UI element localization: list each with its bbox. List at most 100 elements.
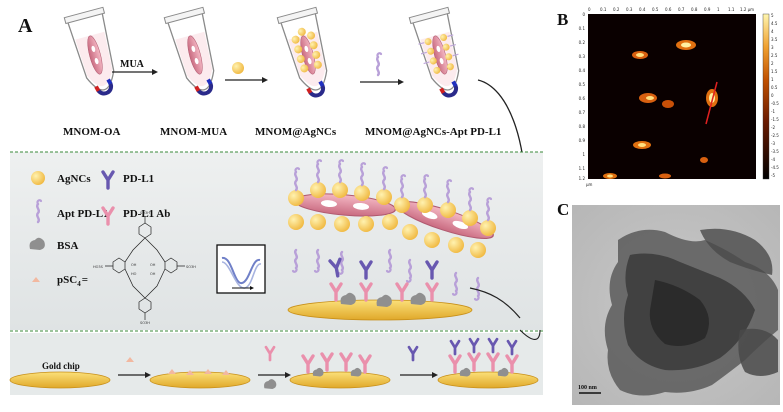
legend-pdl1ab-label: PD-L1 Ab <box>123 208 170 220</box>
afm-x-ticks: 0 0.1 0.2 0.3 0.4 0.5 0.6 0.7 0.8 0.9 1 1.1 1.… <box>588 7 754 12</box>
svg-text:OH: OH <box>131 263 137 267</box>
flow-arrow-link <box>519 329 541 340</box>
afm-profile-line <box>705 81 718 125</box>
svg-text:-1: -1 <box>771 109 775 114</box>
panel-label-a: A <box>18 15 33 37</box>
svg-text:0.5: 0.5 <box>652 7 659 12</box>
svg-text:5: 5 <box>771 13 774 18</box>
svg-text:0.3: 0.3 <box>579 54 586 59</box>
legend-agncs-icon <box>31 171 45 185</box>
svg-text:0.8: 0.8 <box>579 124 586 129</box>
reagent-mua: MUA <box>120 59 145 70</box>
svg-text:OH: OH <box>150 263 156 267</box>
panel-label-b: B <box>557 10 568 29</box>
svg-text:0.2: 0.2 <box>579 40 586 45</box>
apt-icon <box>375 51 383 77</box>
svg-text:0.1: 0.1 <box>579 26 586 31</box>
gold-chip-4 <box>437 371 539 389</box>
svg-text:-0.5: -0.5 <box>771 101 779 106</box>
gold-chip-label: Gold chip <box>42 361 80 371</box>
step-2-label: MNOM-MUA <box>160 126 227 138</box>
gold-chip-3 <box>289 371 391 389</box>
svg-text:2.5: 2.5 <box>771 53 778 58</box>
svg-text:0.1: 0.1 <box>600 7 607 12</box>
svg-text:0.9: 0.9 <box>704 7 711 12</box>
svg-text:0.5: 0.5 <box>771 85 778 90</box>
svg-text:1.1: 1.1 <box>579 166 586 171</box>
panel-label-c: C <box>557 200 569 219</box>
svg-text:-3: -3 <box>771 141 775 146</box>
svg-text:4.5: 4.5 <box>771 21 778 26</box>
svg-text:1.5: 1.5 <box>771 69 778 74</box>
svg-text:SO3H: SO3H <box>140 211 150 215</box>
svg-text:0.2: 0.2 <box>613 7 620 12</box>
svg-text:0.7: 0.7 <box>579 110 586 115</box>
afm-colorbar <box>762 13 770 180</box>
assembly-agncs <box>288 182 496 258</box>
svg-text:HO3S: HO3S <box>93 265 104 269</box>
psc4-structure <box>105 216 185 320</box>
psc4-labels: SO3H SO3H HO3S SO3H OH OH HO OH <box>93 211 196 325</box>
svg-text:4: 4 <box>771 29 774 34</box>
svg-text:0: 0 <box>582 12 585 17</box>
legend-psc4-subscript: 4 <box>77 280 81 288</box>
svg-text:-2.5: -2.5 <box>771 133 779 138</box>
tube-step-4 <box>408 6 470 96</box>
svg-text:0.5: 0.5 <box>579 82 586 87</box>
svg-text:-4.5: -4.5 <box>771 165 779 170</box>
svg-text:1: 1 <box>771 77 774 82</box>
gold-chip-2 <box>149 371 251 389</box>
afm-image <box>588 14 756 179</box>
svg-text:3: 3 <box>771 45 774 50</box>
spr-curve-1 <box>221 257 261 284</box>
svg-text:-5: -5 <box>771 173 775 178</box>
svg-text:0: 0 <box>771 93 774 98</box>
legend-bsa-label: BSA <box>57 240 78 252</box>
tube-step-1 <box>63 6 125 96</box>
svg-text:0.4: 0.4 <box>639 7 646 12</box>
svg-text:-3.5: -3.5 <box>771 149 779 154</box>
svg-text:SO3H: SO3H <box>140 321 150 325</box>
spr-curve-box <box>216 244 266 294</box>
svg-text:1: 1 <box>717 7 720 12</box>
svg-text:0.6: 0.6 <box>579 96 586 101</box>
tube-step-2 <box>163 6 225 96</box>
svg-text:0: 0 <box>588 7 591 12</box>
svg-text:OH: OH <box>150 272 156 276</box>
legend-psc4-equals: = <box>82 274 88 286</box>
svg-text:1.2 μm: 1.2 μm <box>740 7 754 12</box>
step-4-label: MNOM@AgNCs-Apt PD-L1 <box>365 126 501 138</box>
legend-apt-label: Apt PD-L1 <box>57 208 109 220</box>
svg-text:0.7: 0.7 <box>678 7 685 12</box>
svg-text:3.5: 3.5 <box>771 37 778 42</box>
tem-scale-label: 100 nm <box>578 385 597 391</box>
svg-text:0.6: 0.6 <box>665 7 672 12</box>
svg-text:1.2: 1.2 <box>579 176 586 181</box>
agncs-ball-icon <box>232 62 244 74</box>
legend-agncs-label: AgNCs <box>57 173 91 185</box>
svg-text:-1.5: -1.5 <box>771 117 779 122</box>
flow-arrow-back <box>469 287 521 319</box>
tube-step-3 <box>276 6 338 96</box>
afm-particles <box>603 40 718 179</box>
afm-y-ticks: 0 0.1 0.2 0.3 0.4 0.5 0.6 0.7 0.8 0.9 1 1.1 1.… <box>579 12 586 181</box>
svg-text:HO: HO <box>131 272 137 276</box>
svg-text:0.3: 0.3 <box>626 7 633 12</box>
svg-text:2: 2 <box>771 61 774 66</box>
svg-text:-4: -4 <box>771 157 775 162</box>
gold-chip-1 <box>9 371 111 389</box>
svg-text:-2: -2 <box>771 125 775 130</box>
step-3-label: MNOM@AgNCs <box>255 126 337 138</box>
svg-text:SO3H: SO3H <box>186 265 196 269</box>
svg-text:0.9: 0.9 <box>579 138 586 143</box>
afm-y-unit: μm <box>586 182 593 187</box>
svg-text:0.8: 0.8 <box>691 7 698 12</box>
svg-text:1.1: 1.1 <box>728 7 735 12</box>
legend-pdl1-label: PD-L1 <box>123 173 154 185</box>
step-1-label: MNOM-OA <box>63 126 120 138</box>
legend-psc4-label: pSC4= <box>57 274 88 288</box>
svg-text:0.4: 0.4 <box>579 68 586 73</box>
svg-text:1: 1 <box>582 152 585 157</box>
afm-colorbar-ticks: 5 4.5 4 3.5 3 2.5 2 1.5 1 0.5 0 -0.5 -1 -1.5 -2… <box>771 13 779 178</box>
